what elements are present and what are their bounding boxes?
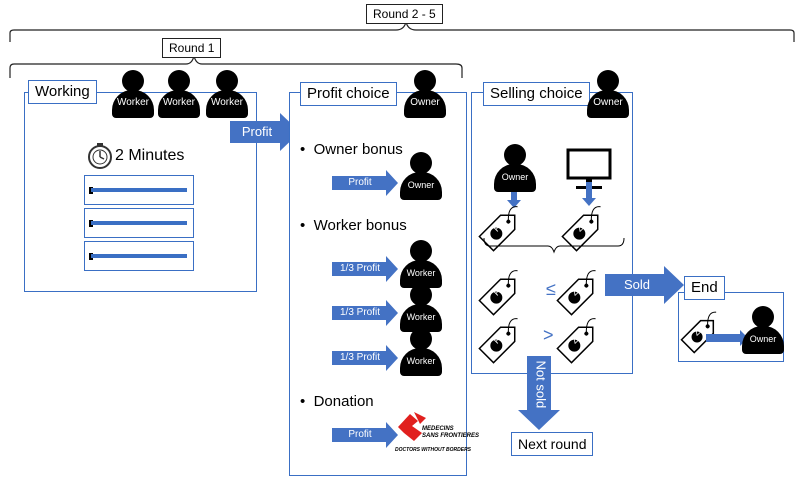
profit-arrow-label: Profit (241, 124, 273, 139)
selling-choice-title: Selling choice (483, 82, 590, 106)
round-1-label: Round 1 (162, 38, 222, 58)
worker-bonus-arrow-label: 1/3 Profit (339, 352, 381, 363)
next-round-box: Next round (511, 432, 594, 456)
owner-icon: Owner (404, 70, 446, 118)
worker-icon: Worker (400, 328, 442, 376)
msf-line1: MEDECINS (422, 426, 454, 432)
worker-label: Worker (400, 348, 442, 376)
round-2-5-label: Round 2 - 5 (366, 4, 443, 24)
worker-icon: Worker (400, 240, 442, 288)
worker-icon: Worker (400, 284, 442, 332)
end-title: End (684, 276, 725, 300)
owner-label: Owner (404, 90, 446, 118)
gt-sign: > (543, 325, 554, 345)
sold-arrow-label: Sold (623, 277, 651, 292)
owner-icon: Owner (494, 144, 536, 192)
owner-icon: Owner (587, 70, 629, 118)
owner-icon: Owner (742, 306, 784, 354)
bullet-owner-bonus: • Owner bonus (300, 141, 403, 158)
leq-sign: ≤ (546, 279, 556, 299)
tag-icon (556, 270, 596, 316)
bullet-worker-bonus: • Worker bonus (300, 217, 407, 234)
owner-label: Owner (742, 326, 784, 354)
tag-icon (561, 206, 601, 252)
worker-label: Worker (400, 260, 442, 288)
owner-bonus-label: Owner bonus (313, 141, 403, 158)
tag-icon (556, 318, 596, 364)
bullet-donation: • Donation (300, 393, 374, 410)
worker-icon: Worker (206, 70, 248, 118)
owner-label: Owner (587, 90, 629, 118)
timer-text: 2 Minutes (115, 147, 185, 164)
working-title: Working (28, 80, 97, 104)
worker-label: Worker (112, 90, 154, 118)
owner-bonus-arrow-label: Profit (348, 177, 372, 188)
tag-icon (478, 270, 518, 316)
progress-row (84, 175, 194, 205)
donation-arrow-label: Profit (348, 429, 372, 440)
msf-line2: SANS FRONTIERES (422, 433, 480, 439)
owner-label: Owner (400, 172, 442, 200)
msf-text: MEDECINS SANS FRONTIERES (422, 426, 479, 440)
progress-row (84, 241, 194, 271)
worker-icon: Worker (112, 70, 154, 118)
tag-icon (478, 206, 518, 252)
profit-choice-title: Profit choice (300, 82, 397, 106)
owner-icon: Owner (400, 152, 442, 200)
worker-label: Worker (158, 90, 200, 118)
worker-label: Worker (400, 304, 442, 332)
worker-label: Worker (206, 90, 248, 118)
msf-line3: DOCTORS WITHOUT BORDERS (395, 447, 472, 453)
worker-bonus-label: Worker bonus (313, 217, 407, 234)
owner-label: Owner (494, 164, 536, 192)
donation-label: Donation (313, 393, 374, 410)
worker-bonus-arrow-label: 1/3 Profit (339, 263, 381, 274)
progress-row (84, 208, 194, 238)
tag-icon (680, 311, 717, 354)
worker-bonus-arrow-label: 1/3 Profit (339, 307, 381, 318)
tag-icon (478, 318, 518, 364)
worker-icon: Worker (158, 70, 200, 118)
